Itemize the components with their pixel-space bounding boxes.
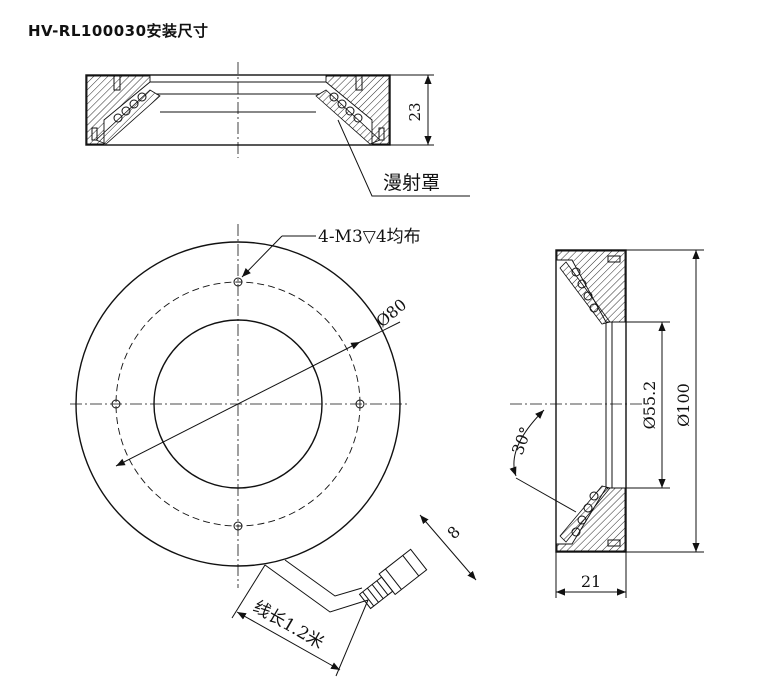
front-view: 4-M3▽4均布 Ø80 8 线长1.2米: [70, 224, 477, 677]
cable-width-label: 8: [443, 522, 464, 543]
cable-connector: [358, 548, 428, 610]
diameter-80-label: Ø80: [372, 295, 410, 331]
diameter-100-label: Ø100: [674, 383, 693, 427]
side-section-view: Ø55.2 Ø100 21 30°: [508, 249, 704, 598]
diffuser-label: 漫射罩: [383, 172, 440, 194]
mounting-hole-bottom: [233, 521, 243, 531]
top-section-view: 23 漫射罩: [85, 62, 470, 197]
angle-label: 30°: [508, 424, 536, 457]
page-title: HV-RL100030安装尺寸: [28, 22, 209, 40]
mounting-holes-label: 4-M3▽4均布: [318, 227, 421, 247]
led-column-bottom: [571, 491, 599, 537]
led-row-right: [329, 92, 363, 123]
mounting-hole-top: [233, 277, 243, 287]
diameter-55-label: Ø55.2: [640, 381, 659, 430]
width-21-label: 21: [581, 572, 601, 591]
led-row-left: [113, 92, 147, 123]
height-dimension-label: 23: [406, 102, 424, 121]
led-column-top: [571, 267, 599, 313]
